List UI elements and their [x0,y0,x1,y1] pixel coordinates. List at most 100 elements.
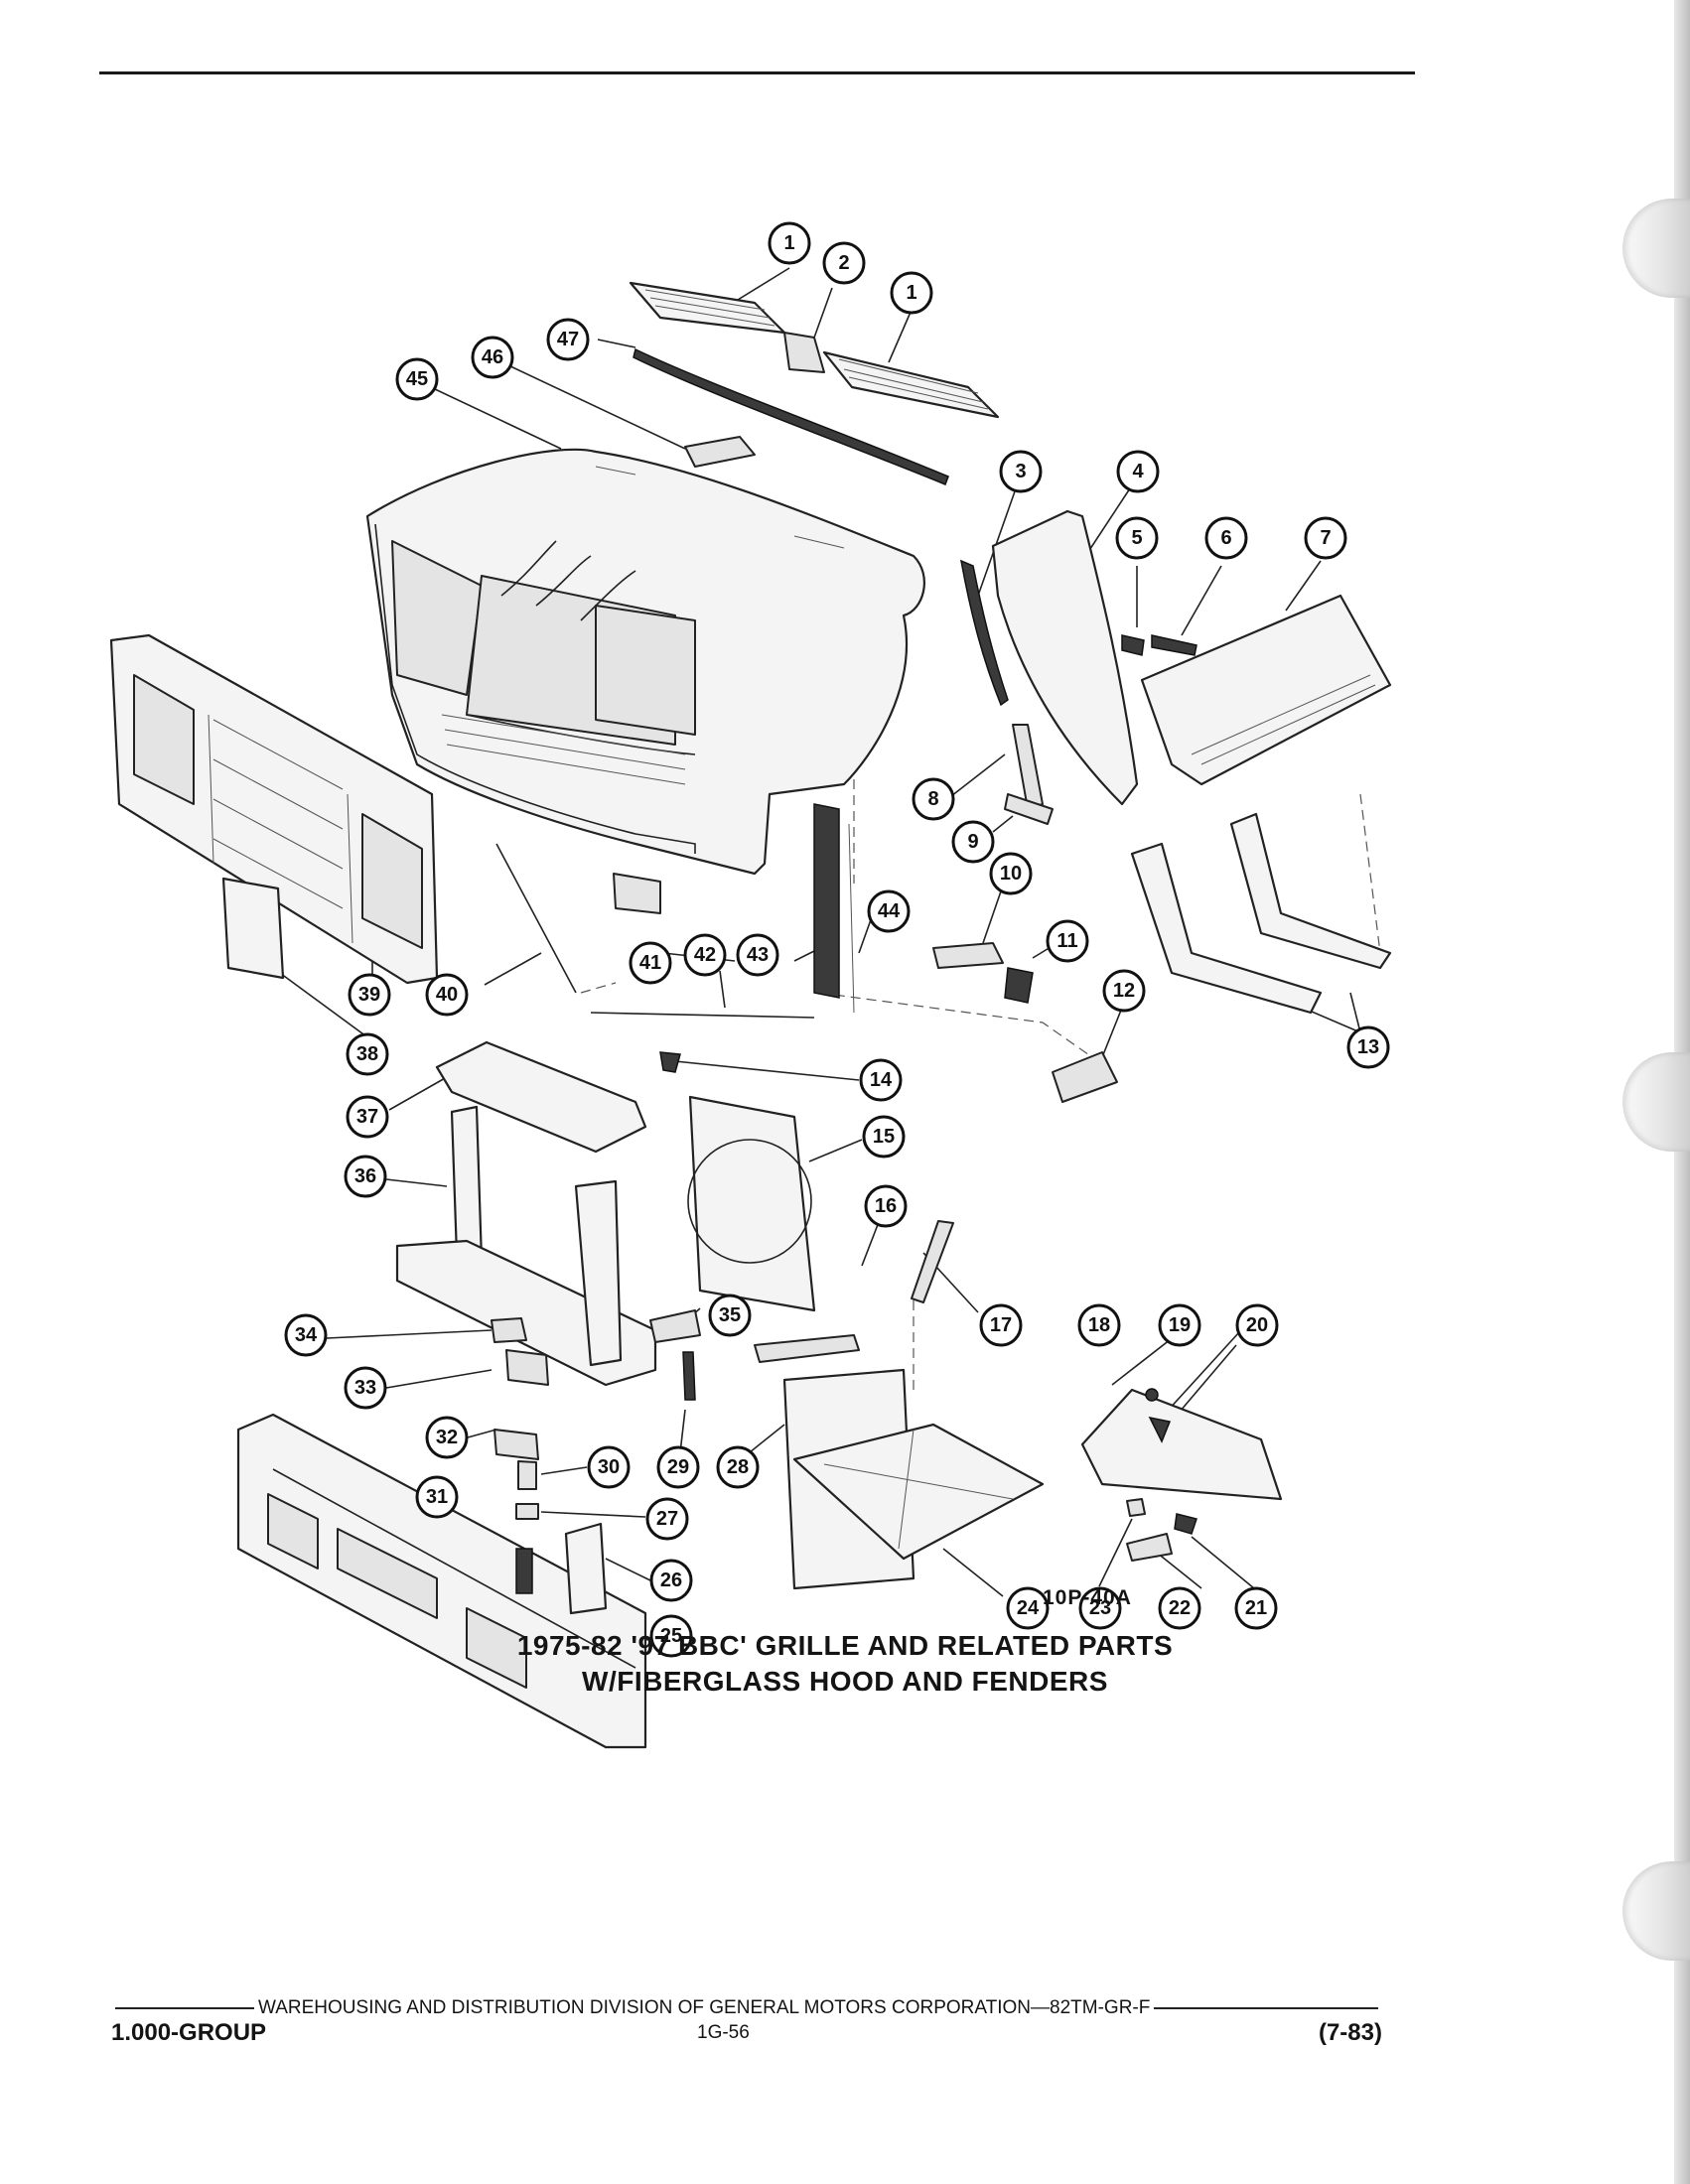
callout-17: 17 [979,1303,1023,1347]
figure-caption: 1975-82 '97 BBC' GRILLE AND RELATED PART… [0,1628,1690,1700]
svg-text:18: 18 [1088,1314,1110,1336]
fastener-21 [1174,1513,1197,1535]
callout-3: 3 [999,450,1043,493]
svg-text:45: 45 [406,368,428,390]
svg-text:46: 46 [482,346,503,368]
svg-text:2: 2 [838,252,849,274]
svg-text:15: 15 [873,1126,895,1148]
strap-16 [754,1334,860,1363]
callout-30: 30 [587,1445,631,1489]
svg-text:9: 9 [967,831,978,853]
callout-2: 2 [822,241,866,285]
radiator-support-post [574,1179,623,1367]
nut-5 [1121,634,1145,656]
bumper-bracket-26 [564,1522,608,1615]
callout-4: 4 [1116,450,1160,493]
callout-40: 40 [425,973,469,1017]
svg-text:4: 4 [1132,461,1144,482]
exploded-parts-diagram: 1 2 1 47 46 45 3 4 5 6 7 8 9 10 11 12 13… [109,221,1392,1749]
callout-34: 34 [284,1313,328,1357]
callout-43: 43 [736,933,779,977]
svg-text:1: 1 [783,232,794,254]
fan-shroud [688,1095,816,1312]
svg-text:29: 29 [667,1456,689,1478]
grille-support-rod [495,843,577,994]
callout-35: 35 [708,1294,752,1337]
svg-text:40: 40 [436,984,458,1006]
callout-39: 39 [348,973,391,1017]
fender-seal [960,559,1009,707]
weatherstrip [633,347,949,485]
seal-strip-43 [813,803,840,999]
hood-latch [613,873,661,914]
svg-text:14: 14 [870,1069,893,1091]
svg-text:27: 27 [656,1508,678,1530]
callout-20: 20 [1235,1303,1279,1347]
svg-text:21: 21 [1245,1597,1267,1619]
callout-29: 29 [656,1445,700,1489]
hinge-10 [932,942,1004,969]
svg-text:33: 33 [354,1377,376,1399]
svg-text:31: 31 [426,1486,448,1508]
caption-line-1: 1975-82 '97 BBC' GRILLE AND RELATED PART… [516,1630,1174,1661]
svg-text:37: 37 [356,1106,378,1128]
callout-25: 25 [649,1614,693,1658]
grille-panel-right [822,350,1000,419]
svg-text:26: 26 [660,1570,682,1591]
footer-publisher-line: WAREHOUSING AND DISTRIBUTION DIVISION OF… [111,1997,1382,2019]
fiberglass-hood [365,448,925,876]
brace-rod-17 [911,1220,954,1303]
fitting-11 [1004,967,1034,1004]
callout-28: 28 [716,1445,760,1489]
svg-text:36: 36 [354,1165,376,1187]
svg-text:32: 32 [436,1427,458,1448]
svg-text:10: 10 [1000,863,1022,885]
callout-24: 24 [1006,1586,1050,1630]
bolt-6 [1151,634,1197,656]
header-rule [99,71,1415,74]
battery-bracket-19 [1080,1388,1283,1501]
callout-45: 45 [395,357,439,401]
callout-18: 18 [1077,1303,1121,1347]
svg-text:8: 8 [927,788,938,810]
svg-text:35: 35 [719,1304,741,1326]
bolt-29 [682,1351,696,1401]
svg-text:38: 38 [356,1043,378,1065]
footer-rule-left [115,2007,254,2009]
callout-26: 26 [649,1559,693,1602]
step-7 [1140,594,1392,786]
callout-46: 46 [471,336,514,379]
callout-1: 1 [890,271,933,315]
svg-text:11: 11 [1056,930,1077,952]
front-grille [109,633,439,985]
headlamp-bezel [221,877,285,980]
callout-16: 16 [864,1184,908,1228]
callout-27: 27 [645,1497,689,1541]
svg-text:20: 20 [1246,1314,1268,1336]
svg-text:41: 41 [639,952,661,974]
fender-apron [991,509,1139,806]
svg-text:39: 39 [358,984,380,1006]
svg-text:43: 43 [747,944,769,966]
figure-code: 10P-40A [1043,1586,1132,1609]
svg-text:17: 17 [990,1314,1012,1336]
callout-11: 11 [1046,919,1089,963]
callout-21: 21 [1234,1586,1278,1630]
bracket-12 [1052,1051,1118,1103]
callout-19: 19 [1158,1303,1201,1347]
svg-text:47: 47 [557,329,579,350]
radiator-support-top [435,1040,647,1154]
footer-rule-right [1154,2007,1378,2009]
footer-page-number: 1G-56 [697,2022,750,2043]
callout-23: 23 [1078,1586,1122,1630]
svg-text:3: 3 [1015,461,1026,482]
callout-15: 15 [862,1115,906,1159]
support-13a [1130,842,1323,1015]
callout-13: 13 [1346,1025,1390,1069]
svg-text:16: 16 [875,1195,897,1217]
plate-22 [1126,1533,1173,1562]
caption-line-2: W/FIBERGLASS HOOD AND FENDERS [582,1666,1108,1697]
footer-publisher: WAREHOUSING AND DISTRIBUTION DIVISION OF… [258,1997,1151,2018]
pad-32 [493,1429,539,1460]
pad-33 [505,1349,549,1386]
